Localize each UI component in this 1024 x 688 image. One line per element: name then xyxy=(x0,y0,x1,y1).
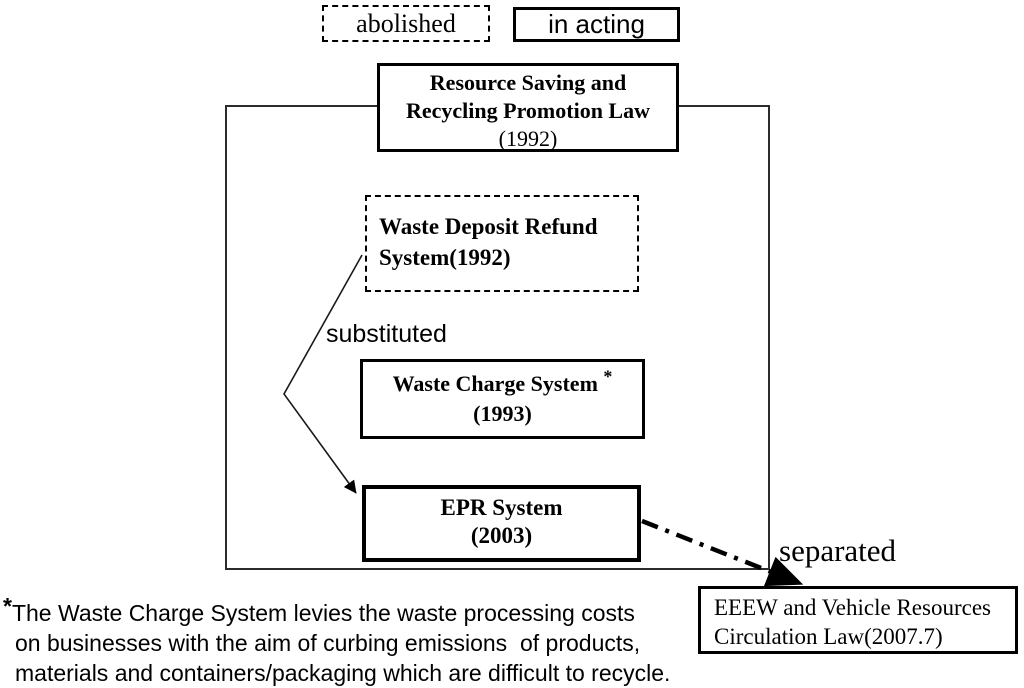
resource-saving-law-box: Resource Saving and Recycling Promotion … xyxy=(377,63,679,152)
resource-saving-law-line2: Recycling Promotion Law xyxy=(405,98,650,123)
footnote-line1-text: The Waste Charge System levies the waste… xyxy=(11,600,635,626)
waste-deposit-refund-box: Waste Deposit Refund System(1992) xyxy=(365,195,639,292)
epr-year: (2003) xyxy=(470,523,533,548)
legend-in-acting-box: in acting xyxy=(513,7,680,42)
separated-label: separated xyxy=(779,533,897,568)
epr-system-box: EPR System (2003) xyxy=(362,485,641,562)
waste-charge-system-box: Waste Charge System * (1993) xyxy=(360,359,645,439)
waste-charge-title: Waste Charge System xyxy=(392,371,598,396)
legend-abolished-box: abolished xyxy=(322,5,490,42)
epr-title: EPR System xyxy=(440,495,563,520)
waste-charge-asterisk: * xyxy=(603,366,613,387)
substituted-label: substituted xyxy=(326,320,447,348)
footnote-line1: *The Waste Charge System levies the wast… xyxy=(3,591,693,628)
eeew-line2: Circulation Law(2007.7) xyxy=(714,624,943,649)
waste-charge-year: (1993) xyxy=(473,401,532,426)
eeew-line1: EEEW and Vehicle Resources xyxy=(714,595,991,620)
footnote-line3: materials and containers/packaging which… xyxy=(15,660,671,686)
waste-deposit-line2: System(1992) xyxy=(379,245,511,270)
legend-in-acting-label: in acting xyxy=(548,9,645,39)
resource-saving-law-year: (1992) xyxy=(498,126,558,151)
eeew-vehicle-law-box: EEEW and Vehicle Resources Circulation L… xyxy=(698,586,1018,654)
waste-charge-title-line: Waste Charge System * xyxy=(363,366,642,399)
waste-deposit-line1: Waste Deposit Refund xyxy=(379,214,598,239)
footnote-line2: on businesses with the aim of curbing em… xyxy=(15,630,641,656)
footnote: *The Waste Charge System levies the wast… xyxy=(3,591,693,688)
resource-saving-law-line1: Resource Saving and xyxy=(429,70,627,95)
legend-abolished-label: abolished xyxy=(356,8,456,38)
footnote-asterisk: * xyxy=(3,593,12,619)
